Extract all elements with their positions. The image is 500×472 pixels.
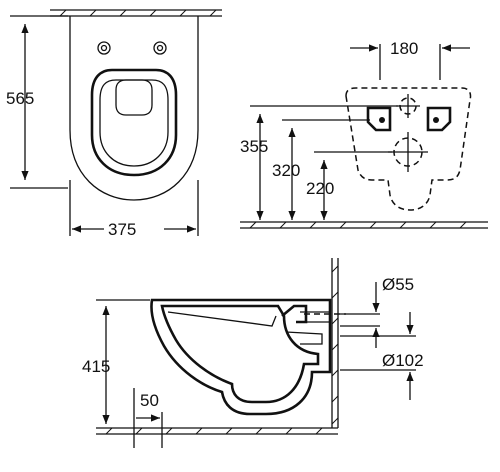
fixing-hole-left [97, 41, 111, 55]
rear-view-floor-hatch [240, 221, 488, 229]
fixing-bracket-left [366, 106, 392, 132]
dimension-50: 50 [140, 391, 159, 410]
dimension-diameter-55: Ø55 [382, 275, 414, 294]
fixing-hole-right [153, 41, 167, 55]
fixing-bracket-right [426, 106, 452, 132]
rear-view: 180 355 320 220 [240, 39, 488, 229]
dimension-565: 565 [6, 89, 34, 108]
side-view-wall-hatch [331, 258, 339, 428]
dimension-320: 320 [272, 161, 300, 180]
dimension-355: 355 [240, 137, 268, 156]
dimension-415: 415 [82, 357, 110, 376]
side-view-floor-hatch [96, 427, 338, 435]
dimension-180: 180 [390, 39, 418, 58]
top-view: 565 375 [6, 9, 222, 239]
dimension-diameter-102: Ø102 [382, 351, 424, 370]
bowl-profile [150, 298, 332, 416]
rear-body-outline [345, 87, 472, 211]
side-view: Ø55 Ø102 415 50 [82, 258, 424, 448]
dimension-220: 220 [306, 179, 334, 198]
top-view-wall-hatch [50, 9, 222, 17]
rim-opening [90, 68, 178, 177]
bowl-outline [69, 16, 199, 201]
dimension-375: 375 [108, 220, 136, 239]
